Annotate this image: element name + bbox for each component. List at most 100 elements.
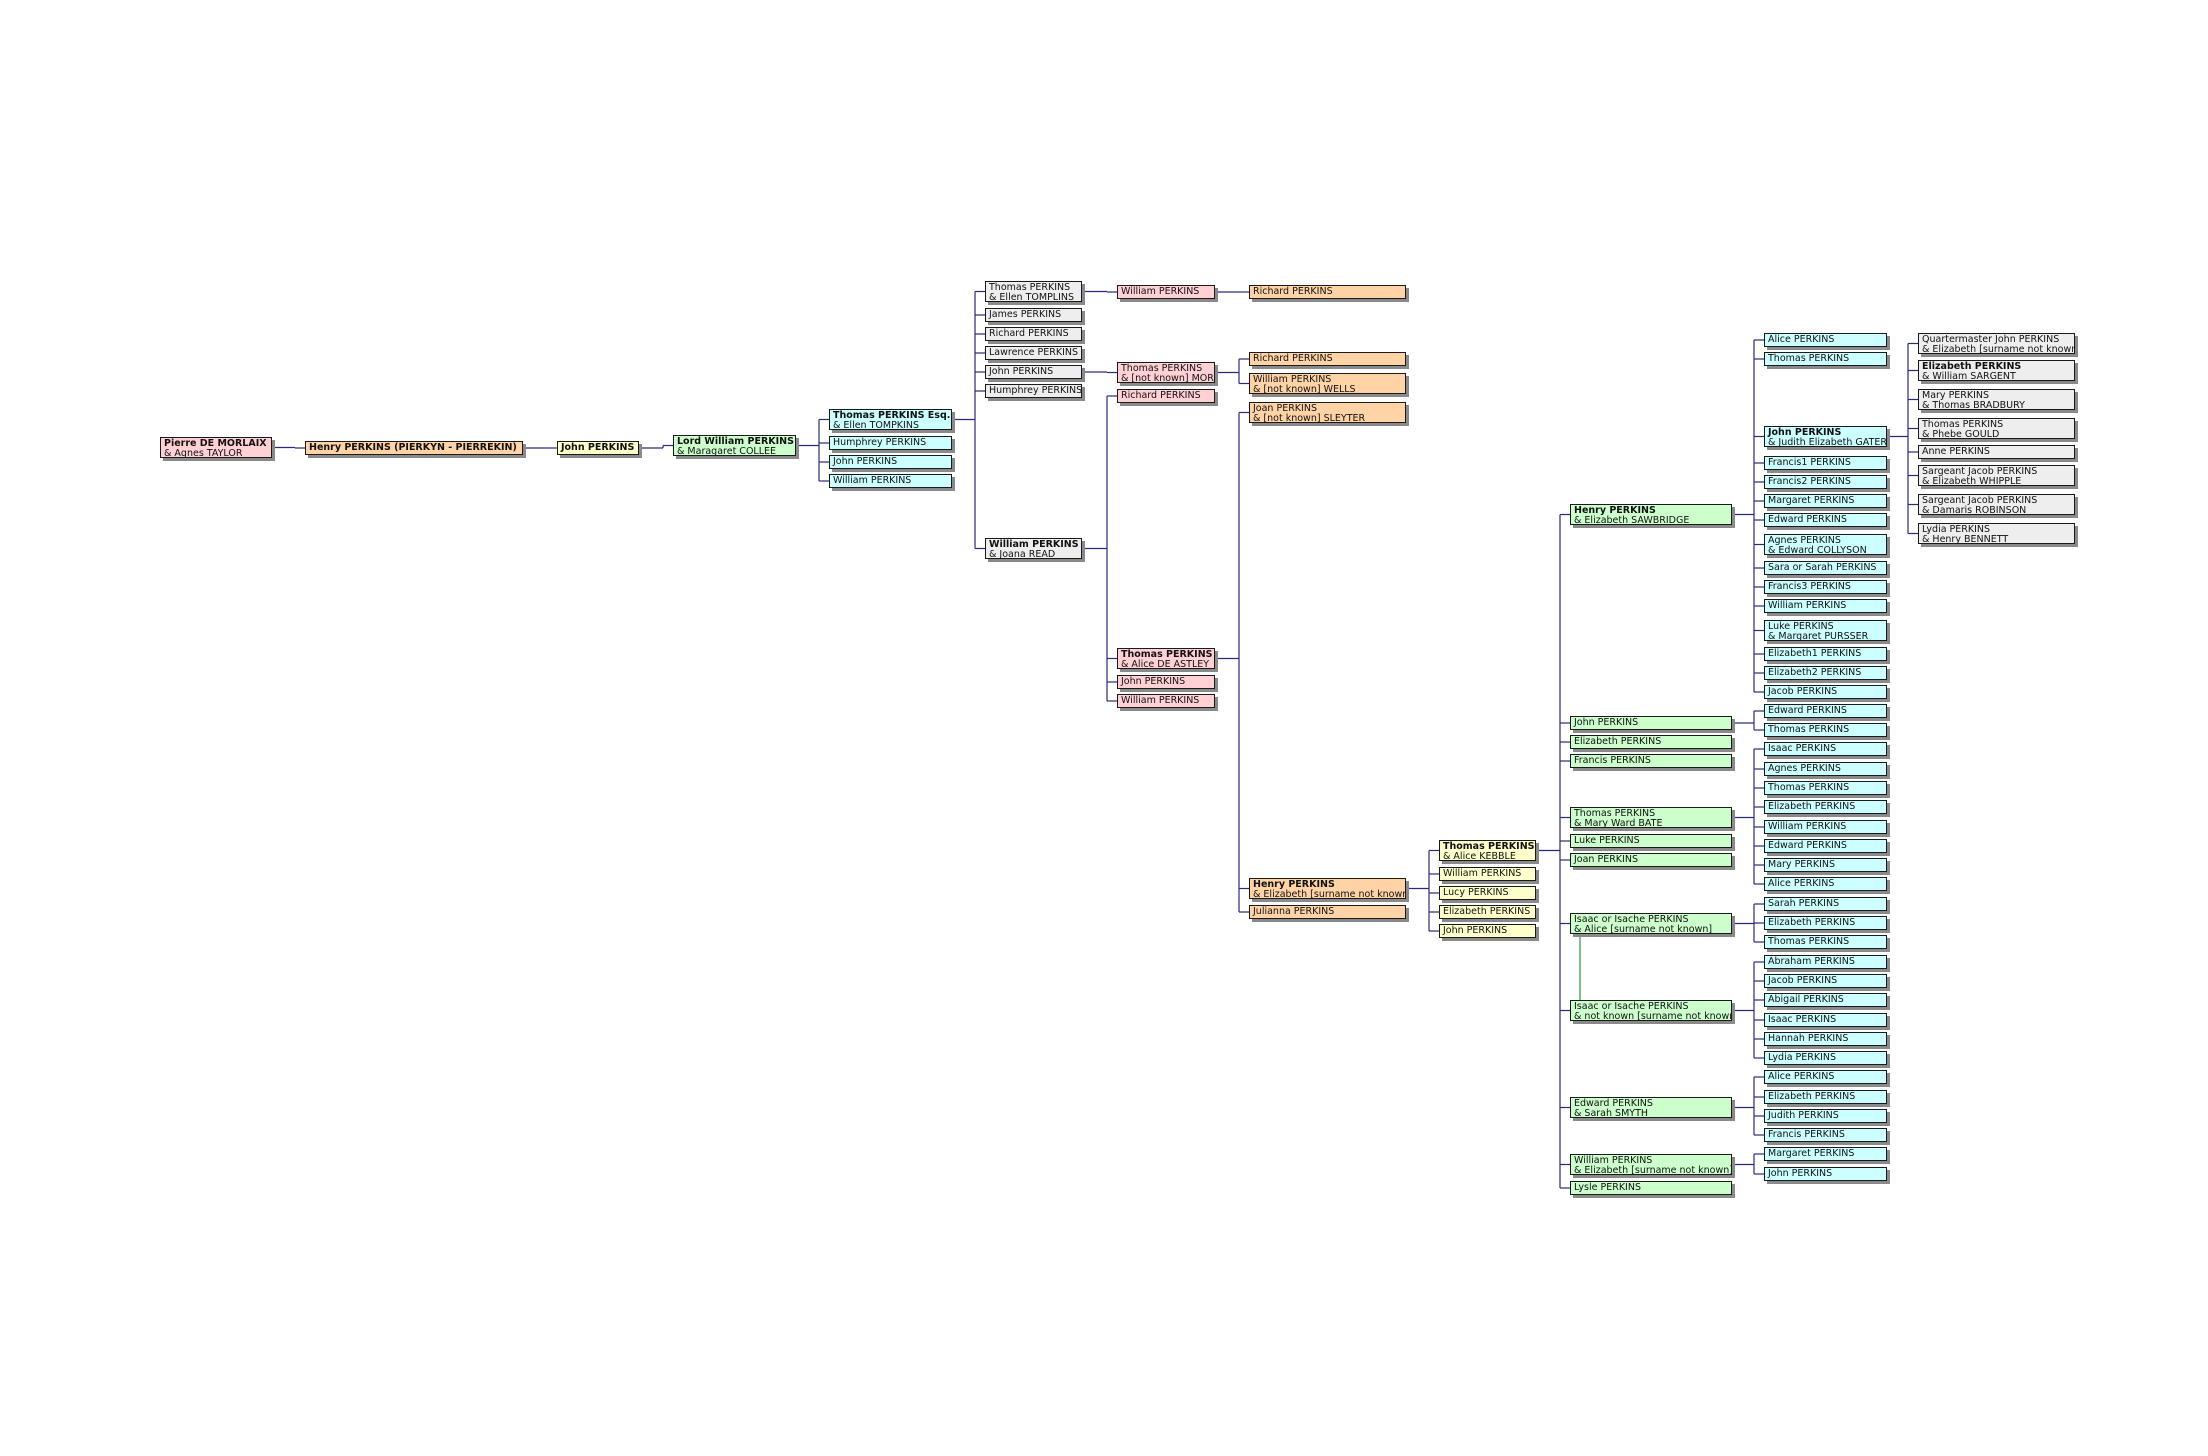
lysle_gr[interactable]: Lysle PERKINS [1570,1181,1732,1195]
c_abigail[interactable]: Abigail PERKINS [1764,993,1887,1007]
q_jacob2[interactable]: Sargeant Jacob PERKINS& Damaris ROBINSON [1918,494,2075,515]
q_eliz[interactable]: Elizabeth PERKINS& William SARGENT [1918,360,2075,381]
c_eliz3[interactable]: Elizabeth PERKINS [1764,800,1887,814]
richard_o1[interactable]: Richard PERKINS [1249,285,1406,299]
c_thomas3[interactable]: Thomas PERKINS [1764,781,1887,795]
c_thomas4[interactable]: Thomas PERKINS [1764,935,1887,949]
pierre[interactable]: Pierre DE MORLAIX& Agnes TAYLOR [160,437,272,458]
luke_gr[interactable]: Luke PERKINS [1570,834,1732,848]
c_william[interactable]: William PERKINS [1764,599,1887,613]
q_lydia[interactable]: Lydia PERKINS& Henry BENNETT [1918,523,2075,544]
thomas_bate[interactable]: Thomas PERKINS& Mary Ward BATE [1570,807,1732,828]
c_luke[interactable]: Luke PERKINS& Margaret PURSSER [1764,620,1887,641]
c_margaret[interactable]: Margaret PERKINS [1764,494,1887,508]
thomas_esq[interactable]: Thomas PERKINS Esq.& Ellen TOMPKINS [829,409,952,430]
humphrey_g[interactable]: Humphrey PERKINS [985,384,1082,398]
c_francis4[interactable]: Francis PERKINS [1764,1128,1887,1142]
c_john2[interactable]: John PERKINS [1764,1167,1887,1181]
richard_o2[interactable]: Richard PERKINS [1249,352,1406,366]
q_anne[interactable]: Anne PERKINS [1918,445,2075,459]
c_alice2[interactable]: Alice PERKINS [1764,877,1887,891]
thomas_pk[interactable]: Thomas PERKINS& [not known] MORE [1117,362,1215,383]
john_y[interactable]: John PERKINS [557,441,639,455]
william_pk2[interactable]: William PERKINS [1117,694,1215,708]
humphrey_c[interactable]: Humphrey PERKINS [829,436,952,450]
person-name: Luke PERKINS [1768,621,1834,632]
c_john_gater[interactable]: John PERKINS& Judith Elizabeth GATER [1764,426,1887,447]
person-name: Thomas PERKINS Esq. [833,410,951,421]
c_eliz5[interactable]: Elizabeth PERKINS [1764,1090,1887,1104]
spouse-name: & Elizabeth SAWBRIDGE [1574,514,1690,525]
william_pk[interactable]: William PERKINS [1117,285,1215,299]
lucy_y[interactable]: Lucy PERKINS [1439,886,1536,900]
isaac2[interactable]: Isaac or Isache PERKINS& not known [surn… [1570,1000,1732,1021]
john_pk[interactable]: John PERKINS [1117,675,1215,689]
c_edward2[interactable]: Edward PERKINS [1764,704,1887,718]
c_agnes[interactable]: Agnes PERKINS [1764,762,1887,776]
william_o[interactable]: William PERKINS& [not known] WELLS [1249,373,1406,394]
person-name: Isaac PERKINS [1768,1014,1837,1026]
joan_o[interactable]: Joan PERKINS& [not known] SLEYTER [1249,402,1406,423]
c_edward[interactable]: Edward PERKINS [1764,513,1887,527]
c_margaret2[interactable]: Margaret PERKINS [1764,1147,1887,1161]
person-name: Lydia PERKINS [1768,1052,1837,1064]
lawrence_g[interactable]: Lawrence PERKINS [985,346,1082,360]
person-name: Henry PERKINS [1574,505,1656,516]
c_jacob2[interactable]: Jacob PERKINS [1764,974,1887,988]
q_mary[interactable]: Mary PERKINS& Thomas BRADBURY [1918,389,2075,410]
c_thomas[interactable]: Thomas PERKINS [1764,352,1887,366]
c_mary[interactable]: Mary PERKINS [1764,858,1887,872]
q_john[interactable]: Quartermaster John PERKINS& Elizabeth [s… [1918,333,2075,354]
c_sara[interactable]: Sara or Sarah PERKINS [1764,561,1887,575]
c_isaac2[interactable]: Isaac PERKINS [1764,1013,1887,1027]
c_jacob[interactable]: Jacob PERKINS [1764,685,1887,699]
c_eliz2[interactable]: Elizabeth2 PERKINS [1764,666,1887,680]
c_abraham[interactable]: Abraham PERKINS [1764,955,1887,969]
c_edward3[interactable]: Edward PERKINS [1764,839,1887,853]
henry_o[interactable]: Henry PERKINS& Elizabeth [surname not kn… [1249,878,1406,899]
henry_g[interactable]: Henry PERKINS& Elizabeth SAWBRIDGE [1570,504,1732,525]
c_eliz1[interactable]: Elizabeth1 PERKINS [1764,647,1887,661]
julianna_o[interactable]: Julianna PERKINS [1249,905,1406,919]
francis_gr[interactable]: Francis PERKINS [1570,754,1732,768]
q_jacob[interactable]: Sargeant Jacob PERKINS& Elizabeth WHIPPL… [1918,465,2075,486]
lordw[interactable]: Lord William PERKINS& Maragaret COLLEE [673,435,796,456]
c_agnes_coll[interactable]: Agnes PERKINS& Edward COLLYSON [1764,534,1887,555]
thomas_g[interactable]: Thomas PERKINS& Ellen TOMPLINS [985,281,1082,302]
william_gr[interactable]: William PERKINS& Elizabeth [surname not … [1570,1154,1732,1175]
richard_pk[interactable]: Richard PERKINS [1117,389,1215,403]
isaac1[interactable]: Isaac or Isache PERKINS& Alice [surname … [1570,913,1732,934]
c_sarah[interactable]: Sarah PERKINS [1764,897,1887,911]
elizabeth_y[interactable]: Elizabeth PERKINS [1439,905,1536,919]
william_c[interactable]: William PERKINS [829,474,952,488]
john_c[interactable]: John PERKINS [829,455,952,469]
william_g[interactable]: William PERKINS& Joana READ [985,538,1082,559]
john_g[interactable]: John PERKINS [985,365,1082,379]
richard_g[interactable]: Richard PERKINS [985,327,1082,341]
c_lydia[interactable]: Lydia PERKINS [1764,1051,1887,1065]
c_isaac[interactable]: Isaac PERKINS [1764,742,1887,756]
c_judith[interactable]: Judith PERKINS [1764,1109,1887,1123]
c_william2[interactable]: William PERKINS [1764,820,1887,834]
c_francis3[interactable]: Francis3 PERKINS [1764,580,1887,594]
henry_p[interactable]: Henry PERKINS (PIERKYN - PIERREKIN) [305,441,523,455]
elizabeth_gr[interactable]: Elizabeth PERKINS [1570,735,1732,749]
john_y2[interactable]: John PERKINS [1439,924,1536,938]
q_thomas[interactable]: Thomas PERKINS& Phebe GOULD [1918,418,2075,439]
c_thomas2[interactable]: Thomas PERKINS [1764,723,1887,737]
c_eliz4[interactable]: Elizabeth PERKINS [1764,916,1887,930]
thomas_astley[interactable]: Thomas PERKINS& Alice DE ASTLEY [1117,648,1215,669]
edward_smyth[interactable]: Edward PERKINS& Sarah SMYTH [1570,1097,1732,1118]
c_francis2[interactable]: Francis2 PERKINS [1764,475,1887,489]
joan_gr[interactable]: Joan PERKINS [1570,853,1732,867]
c_alice[interactable]: Alice PERKINS [1764,333,1887,347]
c_alice3[interactable]: Alice PERKINS [1764,1070,1887,1084]
c_hannah[interactable]: Hannah PERKINS [1764,1032,1887,1046]
c_francis1[interactable]: Francis1 PERKINS [1764,456,1887,470]
thomas_kebble[interactable]: Thomas PERKINS& Alice KEBBLE [1439,840,1536,861]
william_y[interactable]: William PERKINS [1439,867,1536,881]
james_g[interactable]: James PERKINS [985,308,1082,322]
person-name: John PERKINS [1574,717,1639,729]
person-name: Judith PERKINS [1768,1110,1839,1122]
john_gr[interactable]: John PERKINS [1570,716,1732,730]
